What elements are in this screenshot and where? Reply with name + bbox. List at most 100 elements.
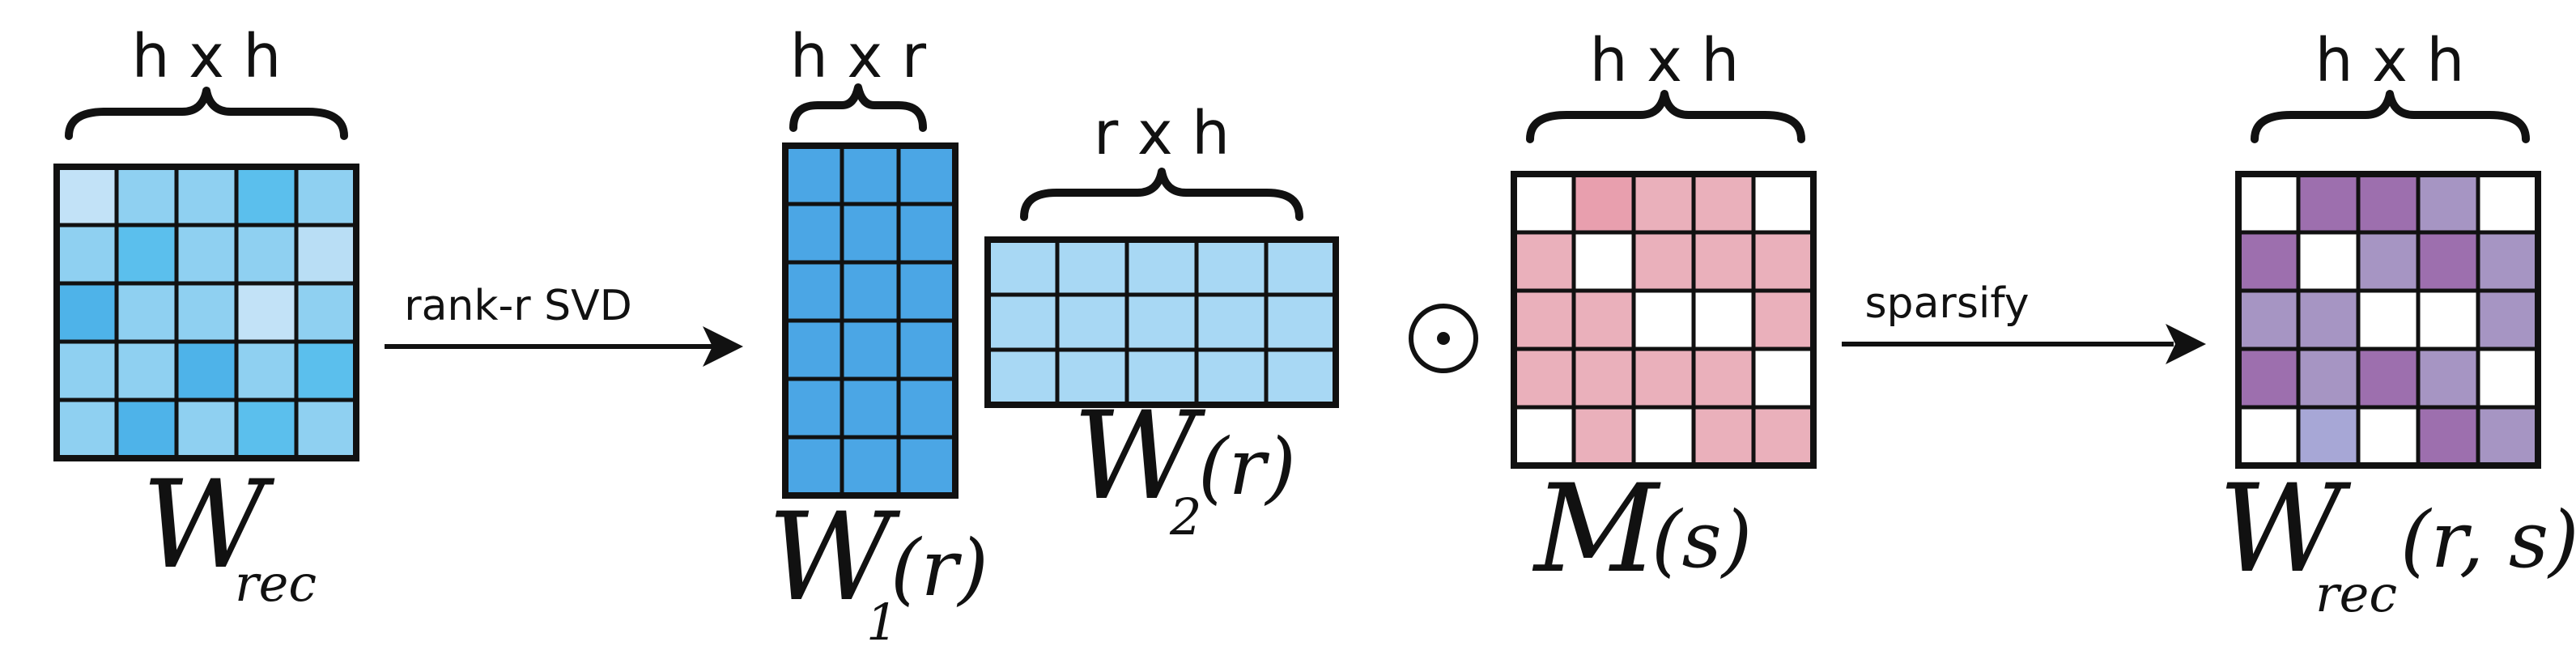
mask-cell-r2-c1 — [1571, 288, 1636, 351]
w1-cell-r4-c2 — [896, 376, 958, 440]
w-rec-cell-r4-c0 — [54, 398, 119, 461]
w1-cell-r2-c1 — [840, 260, 901, 323]
mask-brace — [1526, 90, 1805, 143]
w2-letter: W — [1073, 386, 1206, 527]
w-rec-sparse-cell-r3-c4 — [2476, 347, 2540, 410]
w-rec-letter: W — [142, 455, 275, 596]
w-rec-cell-r2-c4 — [294, 281, 359, 344]
w-rec-cell-r1-c1 — [114, 223, 179, 286]
w1-dimension-label: h x r — [790, 22, 927, 91]
w1-cell-r0-c0 — [783, 143, 844, 206]
elementwise-product-dot — [1437, 332, 1450, 345]
w-rec-sparse-cell-r0-c0 — [2236, 172, 2301, 235]
w-rec-sparse-cell-r4-c3 — [2416, 405, 2480, 468]
w1-cell-r1-c0 — [783, 202, 844, 265]
sparsify-arrow-label: sparsify — [1864, 279, 2029, 328]
mask-cell-r3-c3 — [1691, 347, 1756, 410]
mask-cell-r0-c2 — [1631, 172, 1696, 235]
w1-cell-r4-c0 — [783, 376, 844, 440]
elementwise-product-icon — [1409, 304, 1478, 373]
w-rec-matrix-grid — [53, 164, 359, 461]
w2-cell-r1-c1 — [1055, 292, 1129, 352]
w1-cell-r3-c0 — [783, 318, 844, 381]
w-rec-cell-r4-c3 — [234, 398, 299, 461]
w-rec-sparse-cell-r1-c2 — [2356, 230, 2421, 293]
svd-arrow: rank-r SVD — [385, 282, 743, 367]
w-rec-subscript: rec — [235, 554, 317, 613]
mask-matrix-grid — [1511, 171, 1817, 469]
w-rec-sparse-cell-r4-c0 — [2236, 405, 2301, 468]
w-rec-sparse-cell-r3-c1 — [2296, 347, 2361, 410]
w1-cell-r0-c2 — [896, 143, 958, 206]
w2-cell-r0-c3 — [1194, 237, 1269, 297]
w-rec-sparse-cell-r0-c1 — [2296, 172, 2361, 235]
mask-cell-r1-c2 — [1631, 230, 1696, 293]
w1-subscript: 1 — [866, 593, 898, 652]
w-rec-cell-r4-c1 — [114, 398, 179, 461]
w1-matrix-border — [782, 142, 959, 499]
mask-cell-r4-c3 — [1691, 405, 1756, 468]
mask-argument: (s) — [1651, 495, 1752, 585]
w2-matrix-grid — [984, 236, 1339, 408]
w1-symbol: W 1 (r) — [767, 487, 988, 652]
w2-symbol: W 2 (r) — [1073, 386, 1296, 546]
mask-cell-r4-c0 — [1511, 405, 1576, 468]
w1-cell-r3-c2 — [896, 318, 958, 381]
w2-group: r x h W 2 (r) — [984, 99, 1339, 546]
w-rec-sparse-cell-r2-c2 — [2356, 288, 2421, 351]
w1-cell-r3-c1 — [840, 318, 901, 381]
w-rec-sparse-cell-r3-c2 — [2356, 347, 2421, 410]
mask-cell-r2-c0 — [1511, 288, 1576, 351]
w2-cell-r2-c0 — [985, 347, 1060, 407]
w-rec-cell-r3-c4 — [294, 339, 359, 402]
w-rec-sparse-cell-r2-c3 — [2416, 288, 2480, 351]
w1-cell-r5-c2 — [896, 435, 958, 498]
w1-brace — [789, 83, 927, 132]
w-rec-matrix-border — [53, 164, 359, 461]
mask-cell-r4-c2 — [1631, 405, 1696, 468]
w-rec-sparse-cell-r0-c3 — [2416, 172, 2480, 235]
mask-cell-r4-c1 — [1571, 405, 1636, 468]
svd-arrow-label: rank-r SVD — [404, 282, 632, 330]
mask-matrix-border — [1511, 171, 1817, 469]
w2-cell-r0-c0 — [985, 237, 1060, 297]
w-rec-cell-r0-c2 — [174, 164, 239, 227]
w2-cell-r1-c4 — [1264, 292, 1338, 352]
w-rec-cell-r2-c0 — [54, 281, 119, 344]
w-rec-sparse-letter: W — [2218, 459, 2352, 600]
elementwise-product-ring — [1409, 304, 1478, 373]
w-rec-sparse-argument: (r, s) — [2400, 495, 2576, 585]
mask-cell-r4-c4 — [1751, 405, 1816, 468]
w-rec-cell-r3-c2 — [174, 339, 239, 402]
w2-subscript: 2 — [1169, 487, 1201, 546]
w-rec-sparse-brace — [2251, 90, 2530, 143]
w1-cell-r2-c0 — [783, 260, 844, 323]
mask-cell-r3-c0 — [1511, 347, 1576, 410]
w-rec-cell-r1-c4 — [294, 223, 359, 286]
w-rec-cell-r4-c2 — [174, 398, 239, 461]
w2-matrix-border — [984, 236, 1339, 408]
mask-cell-r3-c1 — [1571, 347, 1636, 410]
w-rec-cell-r2-c3 — [234, 281, 299, 344]
mask-group: h x h M (s) — [1511, 26, 1817, 600]
w-rec-sparse-cell-r0-c4 — [2476, 172, 2540, 235]
w-rec-sparse-cell-r3-c0 — [2236, 347, 2301, 410]
w1-cell-r0-c1 — [840, 143, 901, 206]
w-rec-sparse-cell-r2-c1 — [2296, 288, 2361, 351]
w-rec-cell-r3-c0 — [54, 339, 119, 402]
mask-cell-r2-c3 — [1691, 288, 1756, 351]
w1-argument: (r) — [891, 523, 988, 614]
w-rec-sparse-cell-r1-c0 — [2236, 230, 2301, 293]
mask-cell-r0-c4 — [1751, 172, 1816, 235]
mask-symbol: M (s) — [1532, 459, 1752, 600]
w1-group: h x r W 1 (r) — [767, 22, 988, 652]
w-rec-cell-r3-c3 — [234, 339, 299, 402]
w1-cell-r2-c2 — [896, 260, 958, 323]
w-rec-cell-r0-c4 — [294, 164, 359, 227]
mask-cell-r2-c2 — [1631, 288, 1696, 351]
mask-cell-r3-c4 — [1751, 347, 1816, 410]
w-rec-cell-r0-c3 — [234, 164, 299, 227]
w-rec-sparse-cell-r4-c2 — [2356, 405, 2421, 468]
w1-cell-r4-c1 — [840, 376, 901, 440]
